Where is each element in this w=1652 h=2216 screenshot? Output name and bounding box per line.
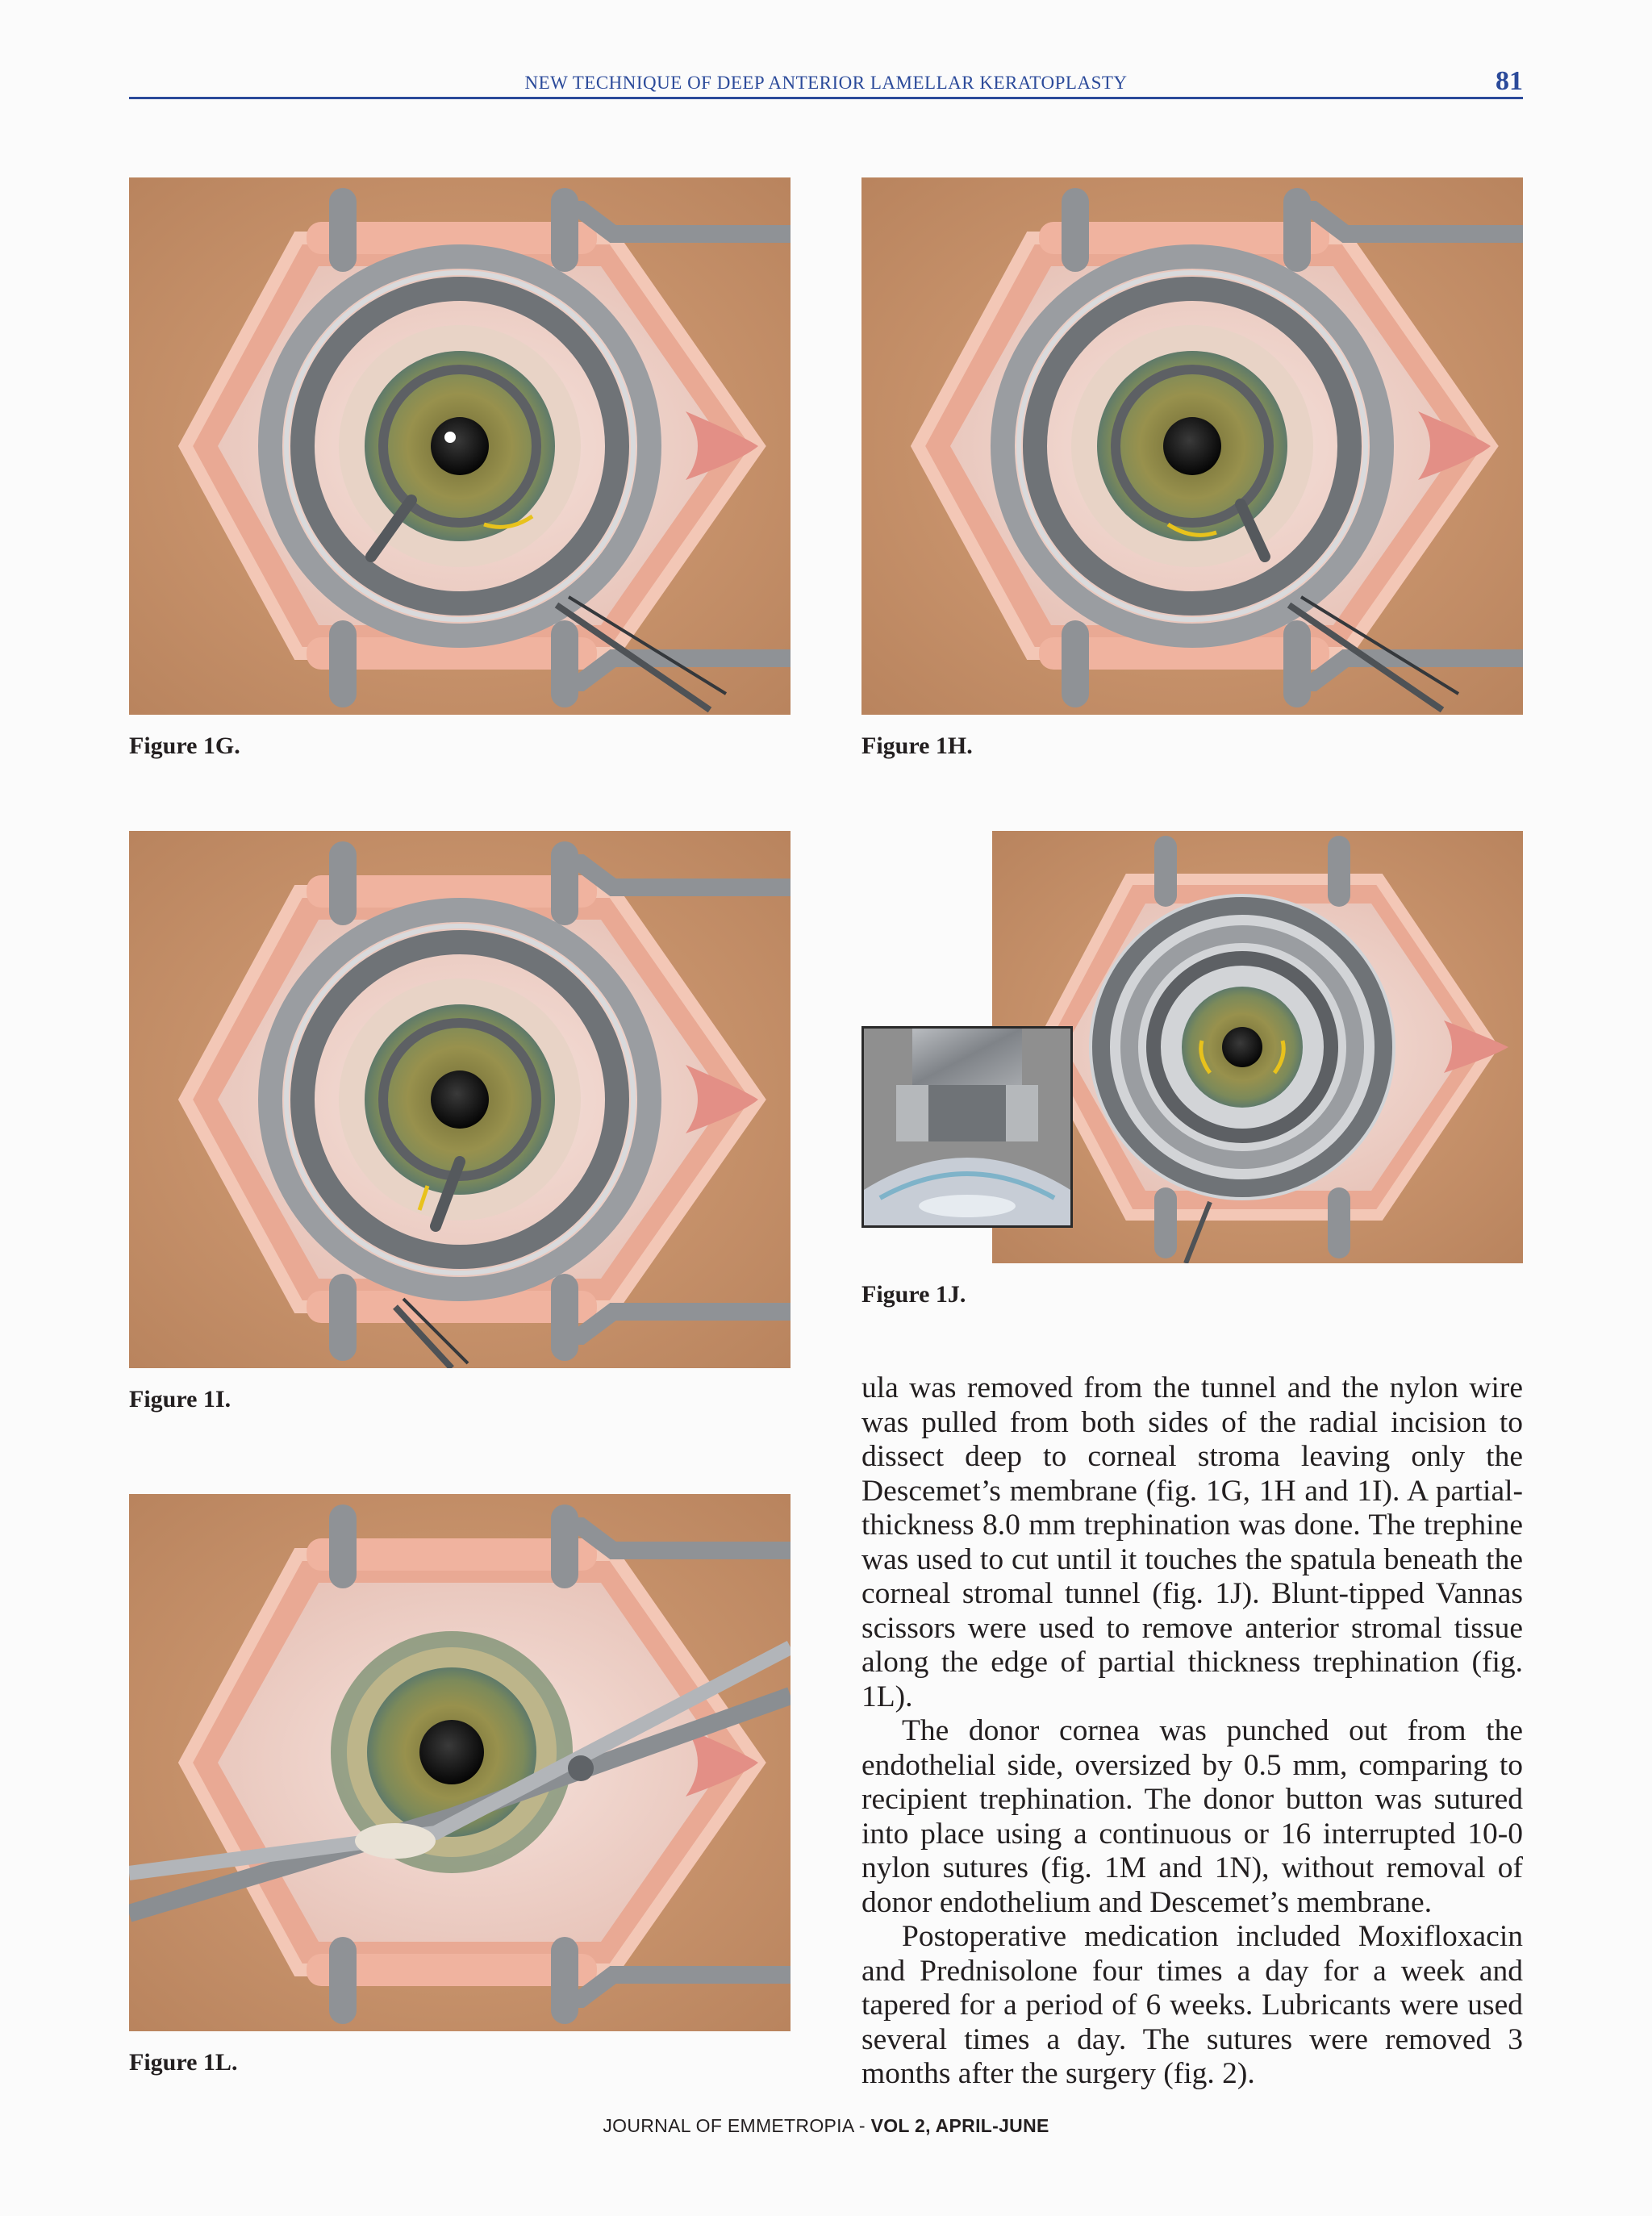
page-footer: JOURNAL OF EMMETROPIA - VOL 2, APRIL-JUN…	[0, 2115, 1652, 2137]
figure-1j-illustration	[992, 831, 1523, 1263]
figure-1i-caption: Figure 1I.	[129, 1386, 232, 1413]
figure-1g-illustration	[129, 177, 791, 715]
figure-1h-illustration	[861, 177, 1523, 715]
figure-1h-caption: Figure 1H.	[861, 732, 973, 759]
figure-1g-caption: Figure 1G.	[129, 732, 240, 759]
footer-journal: JOURNAL OF EMMETROPIA -	[603, 2115, 871, 2136]
figure-1l-caption: Figure 1L.	[129, 2049, 238, 2076]
running-header: NEW TECHNIQUE OF DEEP ANTERIOR LAMELLAR …	[129, 66, 1523, 97]
body-paragraph-2: The donor cornea was punched out from th…	[861, 1714, 1523, 1919]
figure-1l-illustration	[129, 1494, 791, 2031]
page-number: 81	[1496, 66, 1523, 96]
figure-1j-caption: Figure 1J.	[861, 1281, 966, 1308]
footer-issue: VOL 2, APRIL-JUNE	[870, 2115, 1049, 2136]
figure-1j-inset	[861, 1026, 1073, 1228]
header-rule	[129, 97, 1523, 99]
running-title: NEW TECHNIQUE OF DEEP ANTERIOR LAMELLAR …	[524, 73, 1128, 93]
body-paragraph-3: Postoperative medication included Moxifl…	[861, 1920, 1523, 2090]
body-paragraph-1: ula was removed from the tunnel and the …	[861, 1371, 1523, 1713]
article-body-column: ula was removed from the tunnel and the …	[861, 1371, 1523, 2092]
figure-1i-illustration	[129, 831, 791, 1368]
